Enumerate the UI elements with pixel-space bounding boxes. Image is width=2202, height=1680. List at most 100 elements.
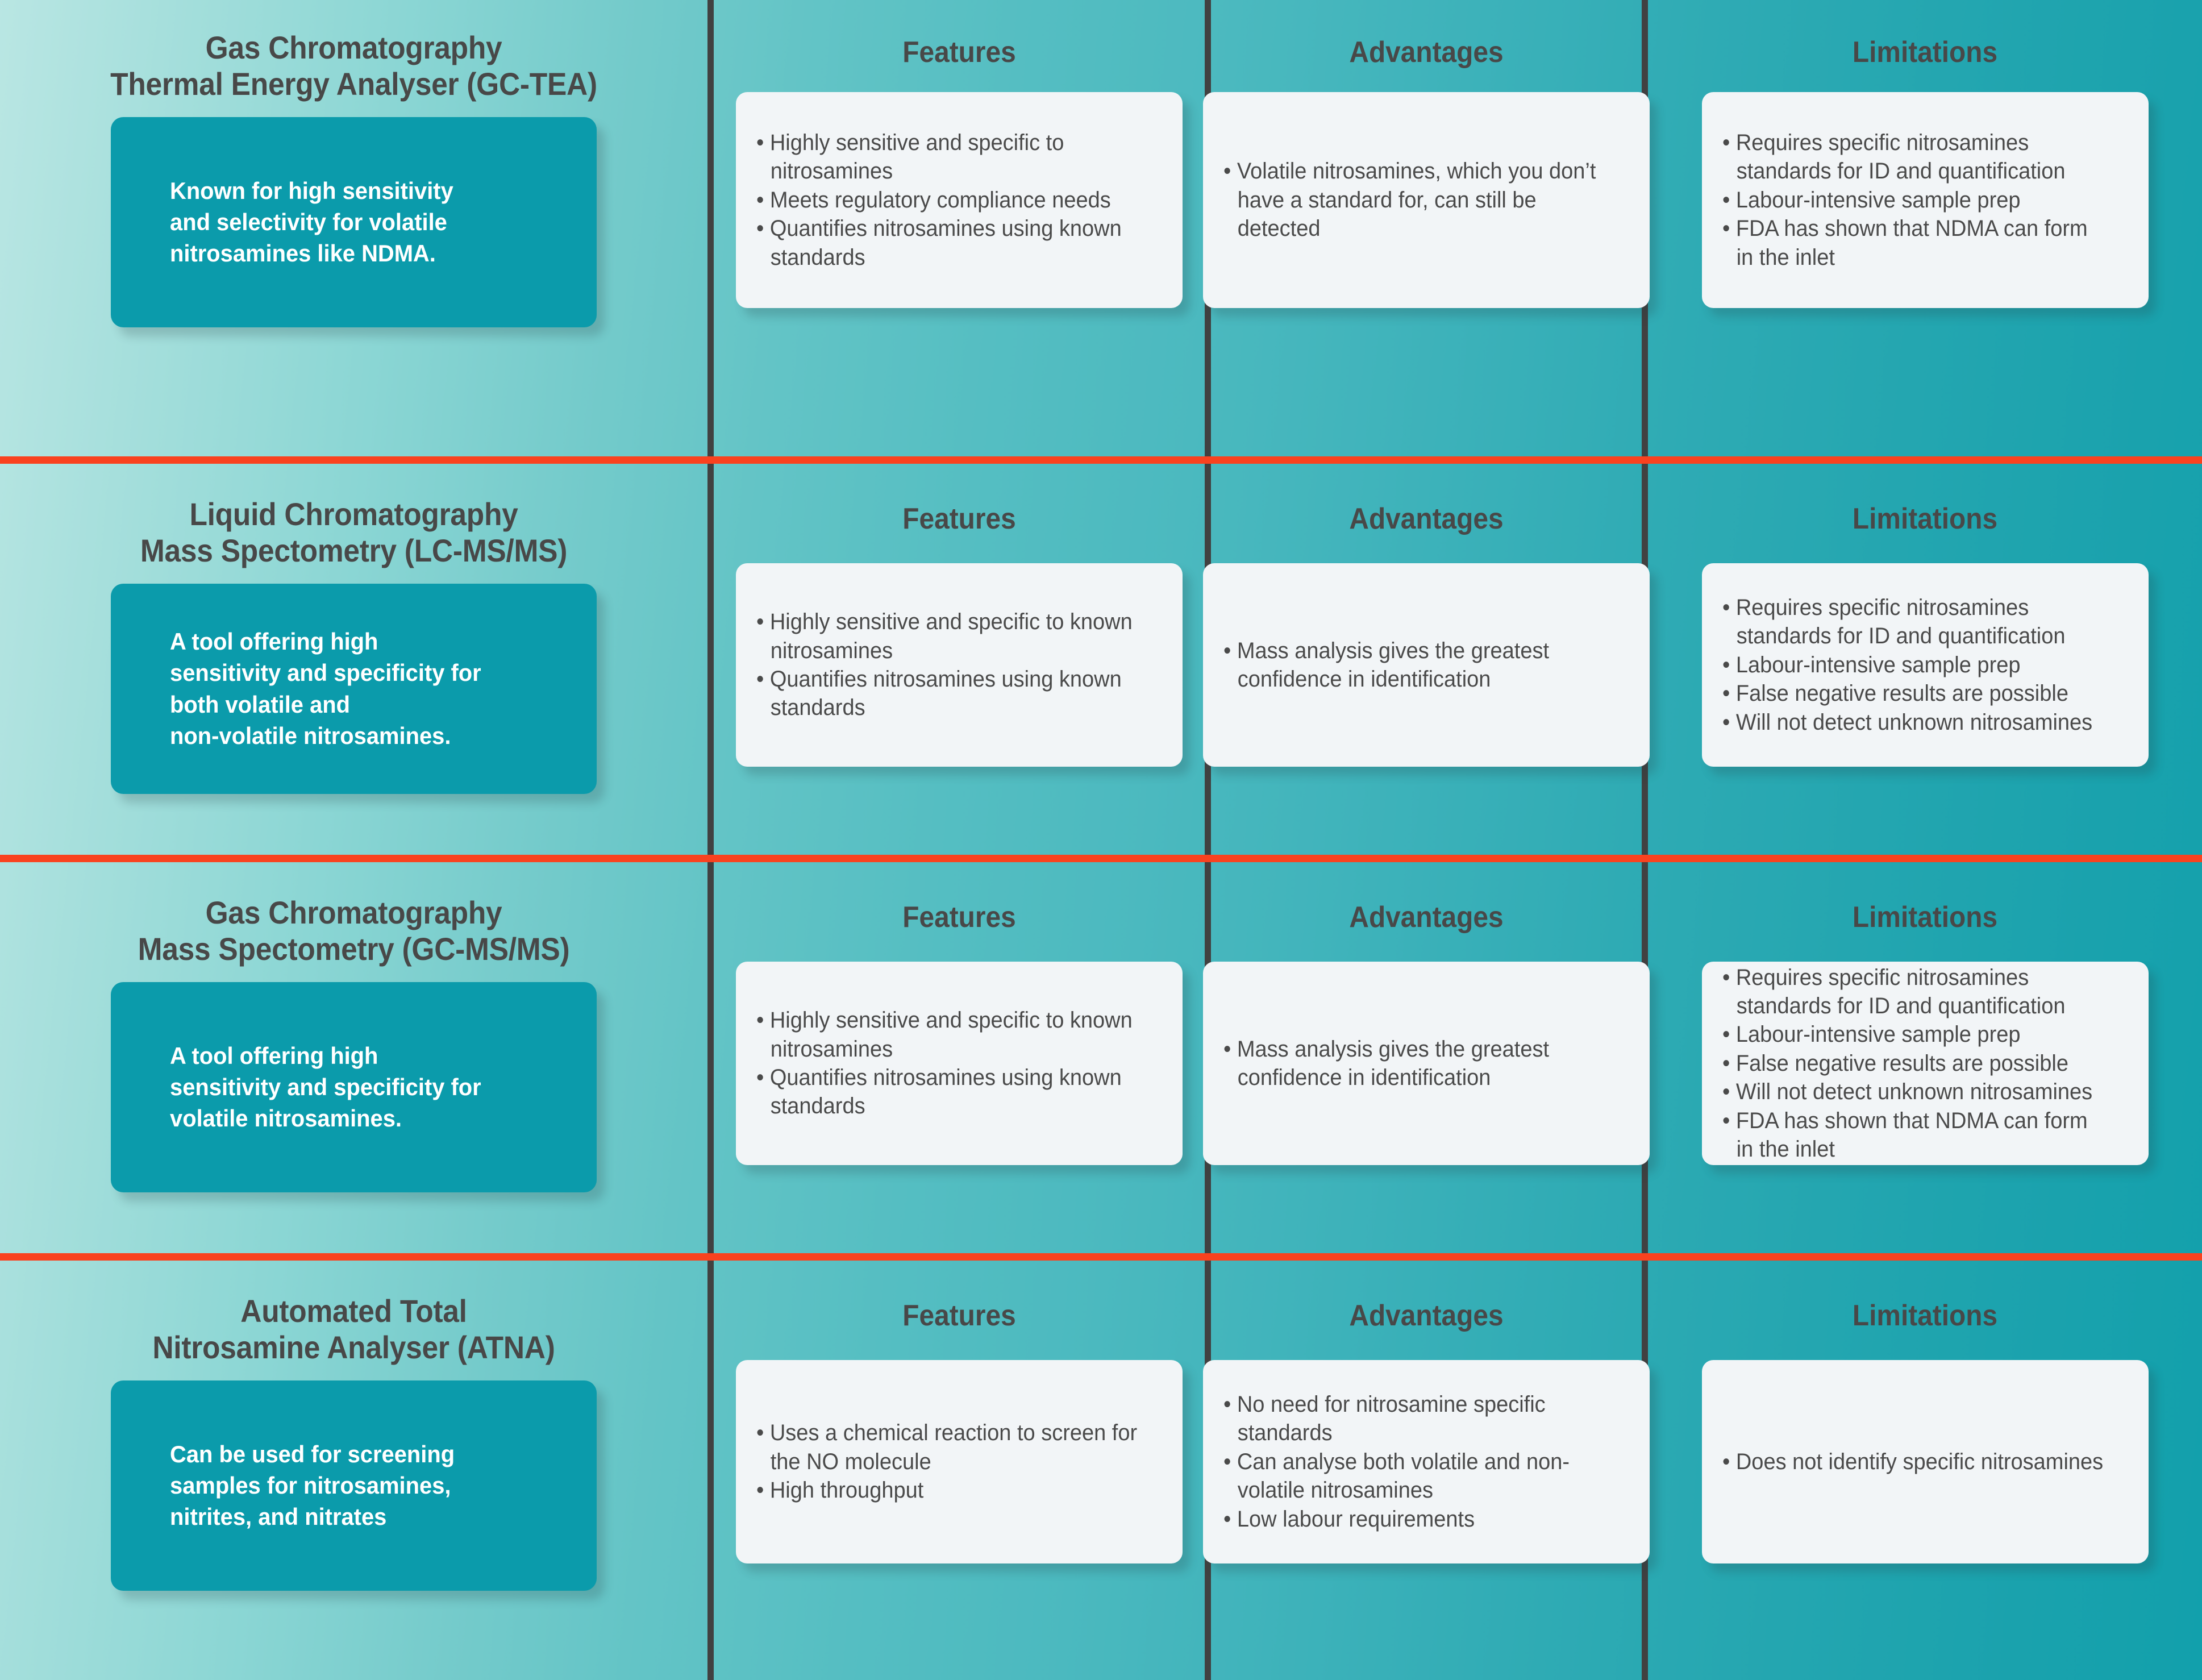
features-cell-row2: Features Highly sensitive and specific t… <box>714 467 1205 859</box>
list-item: Mass analysis gives the greatest confide… <box>1223 1035 1609 1092</box>
technique-summary-card-row1: Known for high sensitivity and selectivi… <box>111 117 597 327</box>
limitations-cell-row4: Limitations Does not identify specific n… <box>1648 1263 2202 1680</box>
list-item: FDA has shown that NDMA can form in the … <box>1722 1107 2108 1164</box>
technique-summary-text-row4: Can be used for screening samples for ni… <box>170 1440 455 1531</box>
list-item: Mass analysis gives the greatest confide… <box>1223 637 1609 694</box>
list-item: Labour-intensive sample prep <box>1722 651 2108 679</box>
advantages-heading-row2: Advantages <box>1349 502 1504 535</box>
advantages-cell-row3: Advantages Mass analysis gives the great… <box>1203 865 1650 1257</box>
list-item: Highly sensitive and specific to known n… <box>756 1006 1142 1063</box>
technique-title-line2: Mass Spectometry (LC-MS/MS) <box>140 532 568 568</box>
technique-summary-text-row1: Known for high sensitivity and selectivi… <box>170 177 453 267</box>
features-heading-row3: Features <box>902 901 1016 934</box>
features-card-row1: Highly sensitive and specific to nitrosa… <box>736 92 1183 308</box>
features-heading-row1: Features <box>902 36 1016 69</box>
list-item: False negative results are possible <box>1722 679 2108 708</box>
limitations-card-row4: Does not identify specific nitrosamines <box>1701 1360 2149 1563</box>
advantages-list-row2: Mass analysis gives the greatest confide… <box>1223 637 1629 694</box>
advantages-list-row1: Volatile nitrosamines, which you don’t h… <box>1223 157 1629 243</box>
list-item: Uses a chemical reaction to screen for t… <box>756 1419 1142 1476</box>
features-card-row3: Highly sensitive and specific to known n… <box>736 962 1183 1165</box>
row-separator-red-3 <box>0 1253 2202 1261</box>
technique-title-row4: Automated Total Nitrosamine Analyser (AT… <box>28 1263 679 1366</box>
list-item: Will not detect unknown nitrosamines <box>1722 708 2108 737</box>
vertical-divider-1 <box>707 467 714 859</box>
limitations-list-row3: Requires specific nitrosamines standards… <box>1722 963 2128 1164</box>
features-list-row3: Highly sensitive and specific to known n… <box>756 1006 1162 1121</box>
technique-title-line1: Gas Chromatography <box>205 30 502 65</box>
limitations-cell-row1: Limitations Requires specific nitrosamin… <box>1648 0 2202 460</box>
limitations-card-row2: Requires specific nitrosamines standards… <box>1701 563 2149 767</box>
advantages-cell-row2: Advantages Mass analysis gives the great… <box>1203 467 1650 859</box>
limitations-heading-row4: Limitations <box>1852 1299 1998 1332</box>
features-list-row2: Highly sensitive and specific to known n… <box>756 608 1162 722</box>
technique-summary-card-row2: A tool offering high sensitivity and spe… <box>111 583 597 794</box>
features-list-row1: Highly sensitive and specific to nitrosa… <box>756 128 1162 272</box>
advantages-card-row3: Mass analysis gives the greatest confide… <box>1203 962 1650 1165</box>
list-item: Meets regulatory compliance needs <box>756 186 1142 214</box>
list-item: Requires specific nitrosamines standards… <box>1722 128 2108 186</box>
limitations-list-row4: Does not identify specific nitrosamines <box>1722 1448 2128 1476</box>
vertical-divider-1 <box>707 865 714 1257</box>
list-item: Quantifies nitrosamines using known stan… <box>756 214 1142 272</box>
list-item: False negative results are possible <box>1722 1049 2108 1078</box>
technique-title-line2: Thermal Energy Analyser (GC-TEA) <box>110 65 597 102</box>
row-separator-red-1 <box>0 456 2202 464</box>
vertical-divider-1 <box>707 1263 714 1680</box>
list-item: Does not identify specific nitrosamines <box>1722 1448 2108 1476</box>
features-list-row4: Uses a chemical reaction to screen for t… <box>756 1419 1162 1504</box>
limitations-cell-row3: Limitations Requires specific nitrosamin… <box>1648 865 2202 1257</box>
limitations-heading-row3: Limitations <box>1852 901 1998 934</box>
list-item: Low labour requirements <box>1223 1505 1609 1533</box>
limitations-card-row3: Requires specific nitrosamines standards… <box>1701 962 2149 1165</box>
technique-summary-card-row3: A tool offering high sensitivity and spe… <box>111 982 597 1192</box>
list-item: Highly sensitive and specific to known n… <box>756 608 1142 665</box>
list-item: Highly sensitive and specific to nitrosa… <box>756 128 1142 186</box>
list-item: Labour-intensive sample prep <box>1722 186 2108 214</box>
technique-cell-row4: Automated Total Nitrosamine Analyser (AT… <box>0 1263 707 1680</box>
features-card-row2: Highly sensitive and specific to known n… <box>736 563 1183 767</box>
technique-summary-text-row3: A tool offering high sensitivity and spe… <box>170 1042 481 1132</box>
advantages-list-row4: No need for nitrosamine specific standar… <box>1223 1390 1629 1533</box>
list-item: No need for nitrosamine specific standar… <box>1223 1390 1609 1448</box>
technique-title-line1: Gas Chromatography <box>205 895 502 930</box>
technique-cell-row3: Gas Chromatography Mass Spectometry (GC-… <box>0 865 707 1257</box>
advantages-card-row2: Mass analysis gives the greatest confide… <box>1203 563 1650 767</box>
technique-title-row2: Liquid Chromatography Mass Spectometry (… <box>28 467 679 569</box>
advantages-card-row4: No need for nitrosamine specific standar… <box>1203 1360 1650 1563</box>
technique-title-line2: Mass Spectometry (GC-MS/MS) <box>138 930 570 967</box>
list-item: FDA has shown that NDMA can form in the … <box>1722 214 2108 272</box>
list-item: Volatile nitrosamines, which you don’t h… <box>1223 157 1609 243</box>
features-heading-row2: Features <box>902 502 1016 535</box>
advantages-heading-row1: Advantages <box>1349 36 1504 69</box>
technique-title-line1: Automated Total <box>240 1293 467 1329</box>
row-separator-red-2 <box>0 855 2202 862</box>
list-item: Quantifies nitrosamines using known stan… <box>756 1063 1142 1121</box>
features-card-row4: Uses a chemical reaction to screen for t… <box>736 1360 1183 1563</box>
advantages-cell-row1: Advantages Volatile nitrosamines, which … <box>1203 0 1650 460</box>
list-item: Requires specific nitrosamines standards… <box>1722 593 2108 651</box>
features-heading-row4: Features <box>902 1299 1016 1332</box>
list-item: Can analyse both volatile and non-volati… <box>1223 1448 1609 1505</box>
technique-title-row1: Gas Chromatography Thermal Energy Analys… <box>28 0 679 102</box>
advantages-cell-row4: Advantages No need for nitrosamine speci… <box>1203 1263 1650 1680</box>
features-cell-row4: Features Uses a chemical reaction to scr… <box>714 1263 1205 1680</box>
limitations-list-row1: Requires specific nitrosamines standards… <box>1722 128 2128 272</box>
technique-title-row3: Gas Chromatography Mass Spectometry (GC-… <box>28 865 679 967</box>
list-item: Will not detect unknown nitrosamines <box>1722 1078 2108 1106</box>
technique-title-line2: Nitrosamine Analyser (ATNA) <box>152 1329 555 1365</box>
limitations-heading-row1: Limitations <box>1852 36 1998 69</box>
features-cell-row3: Features Highly sensitive and specific t… <box>714 865 1205 1257</box>
advantages-list-row3: Mass analysis gives the greatest confide… <box>1223 1035 1629 1092</box>
limitations-card-row1: Requires specific nitrosamines standards… <box>1701 92 2149 308</box>
list-item: Requires specific nitrosamines standards… <box>1722 963 2108 1021</box>
advantages-heading-row3: Advantages <box>1349 901 1504 934</box>
list-item: High throughput <box>756 1476 1142 1504</box>
list-item: Labour-intensive sample prep <box>1722 1020 2108 1049</box>
technique-cell-row1: Gas Chromatography Thermal Energy Analys… <box>0 0 707 460</box>
advantages-card-row1: Volatile nitrosamines, which you don’t h… <box>1203 92 1650 308</box>
technique-summary-text-row2: A tool offering high sensitivity and spe… <box>170 627 481 750</box>
technique-cell-row2: Liquid Chromatography Mass Spectometry (… <box>0 467 707 859</box>
